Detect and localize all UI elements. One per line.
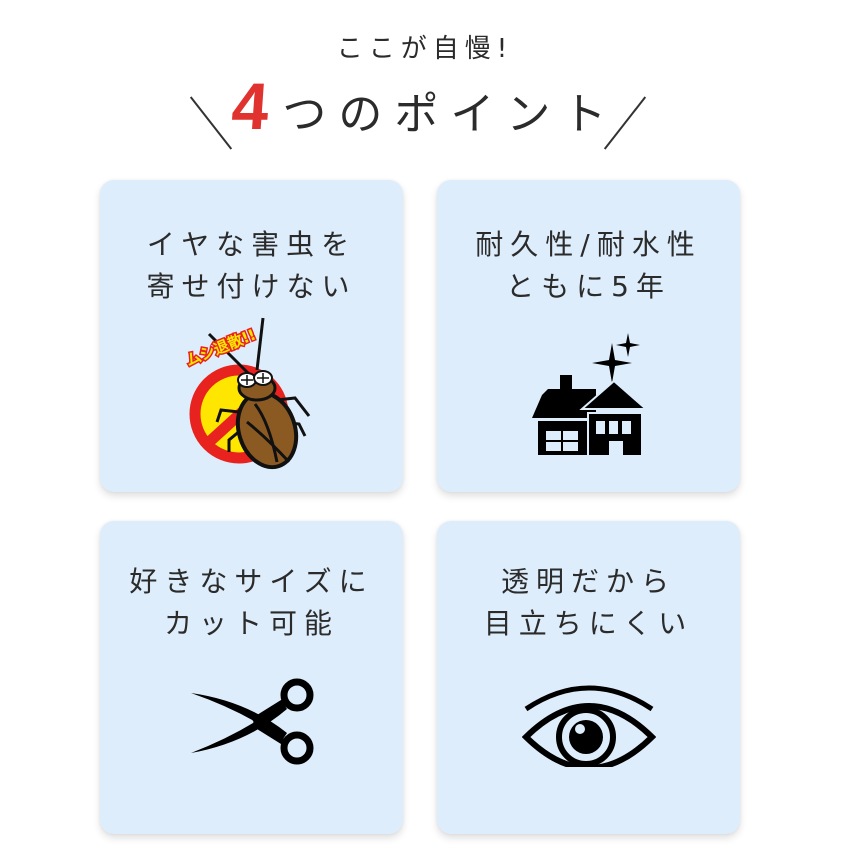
card-label: 透明だから 目立ちにくい: [437, 561, 740, 645]
card-label: イヤな害虫を 寄せ付けない: [100, 224, 403, 308]
card-label-line1: イヤな害虫を: [146, 228, 357, 261]
feature-card-cut-to-size: 好きなサイズに カット可能: [100, 521, 403, 834]
house-sparkle-icon: [437, 325, 740, 455]
card-label: 好きなサイズに カット可能: [100, 561, 403, 645]
badge-text: ムシ退散!!: [183, 326, 258, 370]
card-label-line2: ともに5年: [506, 270, 671, 303]
feature-card-transparent: 透明だから 目立ちにくい: [437, 521, 740, 834]
feature-card-pest-repellent: イヤな害虫を 寄せ付けない ムシ退散: [100, 180, 403, 492]
eye-icon: [437, 681, 740, 767]
title-text: つのポイント: [282, 89, 619, 140]
card-label-line1: 耐久性/耐水性: [475, 228, 702, 261]
card-label: 耐久性/耐水性 ともに5年: [437, 224, 740, 308]
card-label-line2: 目立ちにくい: [483, 607, 694, 640]
title-number: 4: [229, 69, 271, 143]
card-label-line2: 寄せ付けない: [146, 270, 357, 303]
card-label-line2: カット可能: [163, 607, 339, 640]
scissors-icon: [100, 673, 403, 768]
no-bugs-icon: ムシ退散!!: [100, 312, 403, 472]
card-label-line1: 好きなサイズに: [129, 565, 374, 598]
feature-card-durability: 耐久性/耐水性 ともに5年: [437, 180, 740, 492]
subtitle: ここが自慢!: [336, 34, 514, 64]
card-label-line1: 透明だから: [500, 565, 676, 598]
